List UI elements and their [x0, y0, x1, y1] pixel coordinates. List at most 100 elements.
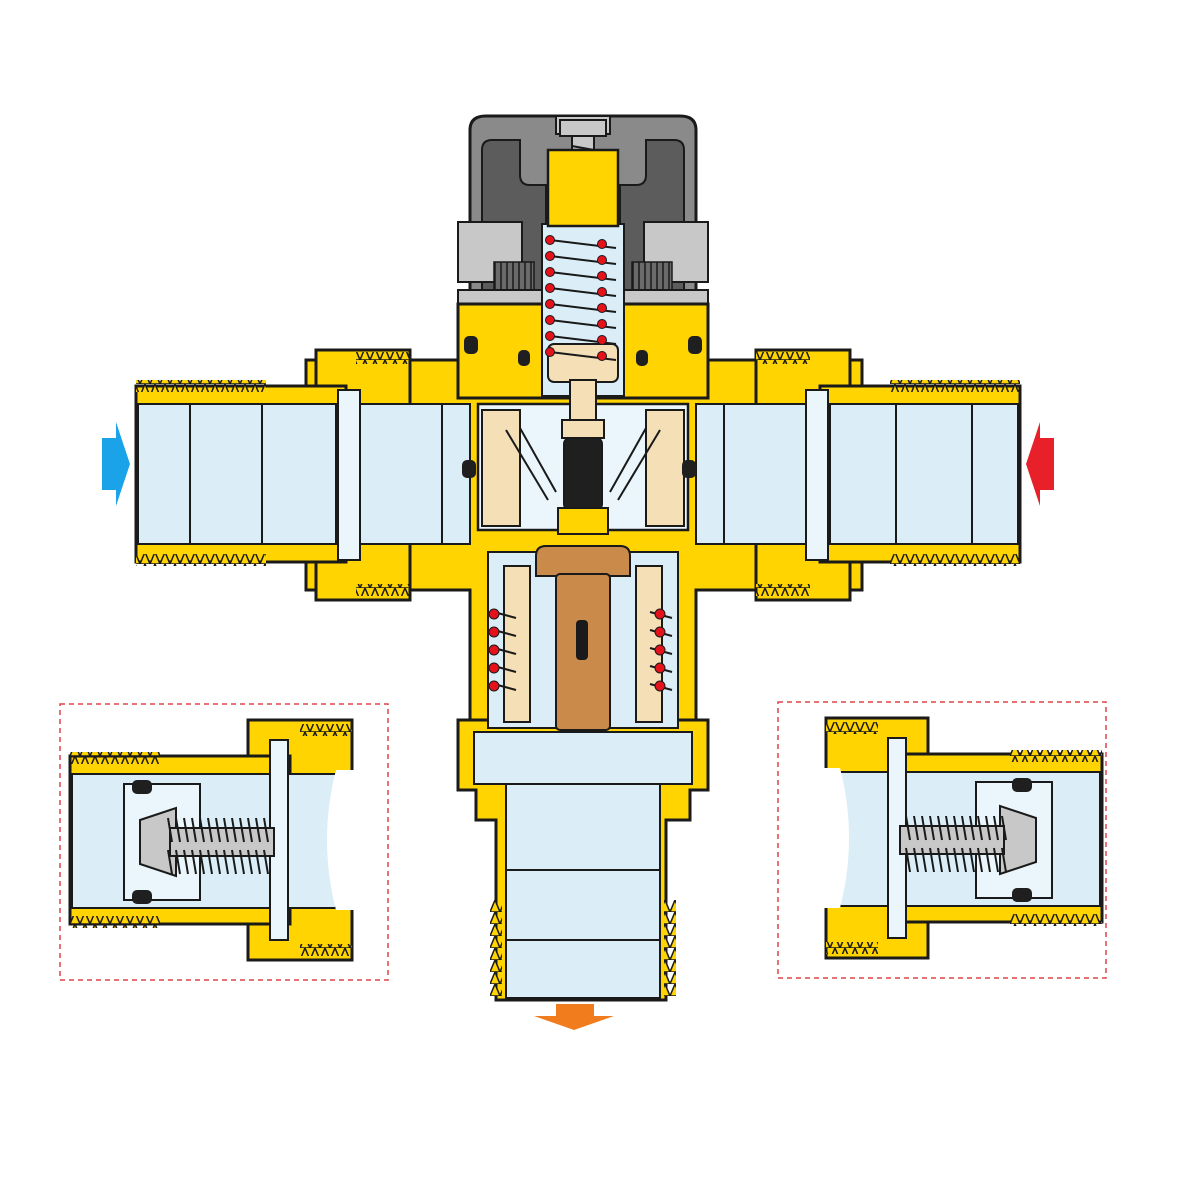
o-rings: [462, 336, 702, 478]
check-valve-spring: [905, 815, 1007, 873]
spring-coil: [255, 849, 261, 875]
spring-coil-dot: [545, 347, 555, 357]
o-ring: [1012, 778, 1032, 792]
spring-coil-dot: [654, 626, 666, 638]
spring-coil-dot: [488, 662, 500, 674]
spring-coil-dot: [545, 267, 555, 277]
spring-coil-dot: [545, 235, 555, 245]
spring-coil: [1001, 847, 1007, 873]
hot-inlet-arrow: [1026, 422, 1054, 506]
spring-coil-dot: [654, 680, 666, 692]
spring-coil: [953, 847, 959, 873]
outlet-seat: [473, 731, 693, 785]
spring-coil-dot: [488, 626, 500, 638]
spring-coil: [207, 849, 213, 875]
cold-bore: [137, 403, 443, 545]
o-ring: [132, 890, 152, 904]
shuttle-left: [481, 409, 521, 527]
detail-cut-edge: [327, 770, 358, 910]
spring-coil: [913, 815, 919, 841]
spring-coil: [239, 849, 245, 875]
shuttle-vane-right: [609, 427, 661, 501]
spring-coil: [175, 817, 181, 843]
spring-coil: [223, 849, 229, 875]
thermostat-cage-left: [503, 565, 531, 723]
spring-coil: [977, 847, 983, 873]
spring-coil-dot: [488, 680, 500, 692]
detail-frame: [777, 701, 1107, 979]
knob-knurl-right: [631, 261, 673, 295]
spring-coil: [929, 815, 935, 841]
push-rod-disc: [547, 343, 619, 383]
mixed-outlet-arrow: [534, 1004, 614, 1030]
spring-coil-dot: [488, 608, 500, 620]
spring-coil: [945, 847, 951, 873]
rubber-seal-rod: [563, 437, 603, 511]
spring-coil: [993, 847, 999, 873]
check-valve-poppet: [139, 806, 177, 878]
spring-coil-dot: [545, 251, 555, 261]
push-rod: [569, 379, 597, 421]
cold-tail-thread-top: [136, 380, 266, 392]
spring-coil: [191, 849, 197, 875]
spring-coil-dot: [597, 271, 607, 281]
spring-coil: [961, 847, 967, 873]
spring-coil: [985, 847, 991, 873]
spring-coil: [167, 817, 173, 843]
spring-coil: [937, 815, 943, 841]
spring-coil: [191, 817, 197, 843]
spring-coil-dot: [597, 351, 607, 361]
hot-tail-thread-top: [890, 380, 1020, 392]
spring-coil: [1001, 815, 1007, 841]
spring-coil-dot: [597, 319, 607, 329]
wax-element-slot: [576, 620, 588, 660]
o-ring: [1012, 888, 1032, 902]
spring-coil: [905, 847, 911, 873]
detail-frame: [59, 703, 389, 981]
spring-coil: [913, 847, 919, 873]
cold-nut-thread-bottom: [356, 584, 410, 596]
shuttle-right: [645, 409, 685, 527]
valve-internals: [473, 119, 693, 999]
flow-arrows: [102, 422, 1054, 1030]
wax-element-head: [535, 545, 631, 577]
cold-nut-thread-top: [356, 352, 410, 364]
hot-check-washer: [805, 389, 829, 561]
spring-coil: [977, 815, 983, 841]
spring-coil-dot: [654, 662, 666, 674]
spring-coil: [231, 817, 237, 843]
spring-coil: [937, 847, 943, 873]
cold-check-washer: [337, 389, 361, 561]
hot-passage: [695, 403, 725, 545]
spring-coil: [255, 817, 261, 843]
spring-coil-dot: [654, 608, 666, 620]
outlet-thread-right: [664, 900, 676, 996]
check-valve-spring: [167, 817, 269, 875]
o-ring: [688, 336, 702, 354]
spring-coil-dot: [597, 287, 607, 297]
spring-coil: [199, 849, 205, 875]
spring-coil: [921, 815, 927, 841]
spring-coil: [969, 815, 975, 841]
spring-coil: [183, 849, 189, 875]
spring-coil: [199, 817, 205, 843]
spring-coil-dot: [545, 331, 555, 341]
spring-coil-dot: [545, 283, 555, 293]
stem-sleeve: [546, 148, 620, 228]
rod-sleeve: [557, 507, 609, 535]
spring-coil: [905, 815, 911, 841]
check-valve-detail-left: [59, 703, 389, 981]
outlet-thread-left: [490, 900, 502, 996]
cold-tail-thread-bottom: [136, 554, 266, 566]
spring-coil-dot: [488, 644, 500, 656]
spring-coil: [929, 847, 935, 873]
hot-inlet-connector: [695, 348, 1022, 602]
o-ring: [462, 460, 476, 478]
spring-coil: [207, 817, 213, 843]
hot-bore: [723, 403, 1019, 545]
cold-passage: [441, 403, 471, 545]
hot-nut-thread-bottom: [756, 584, 810, 596]
check-valve-poppet: [999, 804, 1037, 876]
spring-coil: [231, 849, 237, 875]
